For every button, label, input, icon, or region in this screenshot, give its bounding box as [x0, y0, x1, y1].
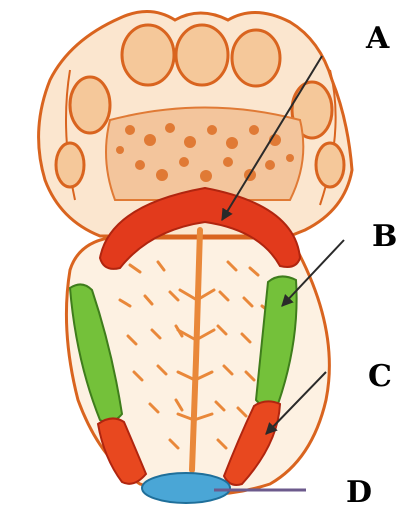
label-b: B [372, 222, 397, 252]
region-d-sweet [142, 473, 230, 503]
label-d: D [346, 478, 372, 508]
label-a: A [366, 24, 389, 54]
label-c: C [368, 362, 392, 392]
back-tissue [106, 108, 303, 201]
